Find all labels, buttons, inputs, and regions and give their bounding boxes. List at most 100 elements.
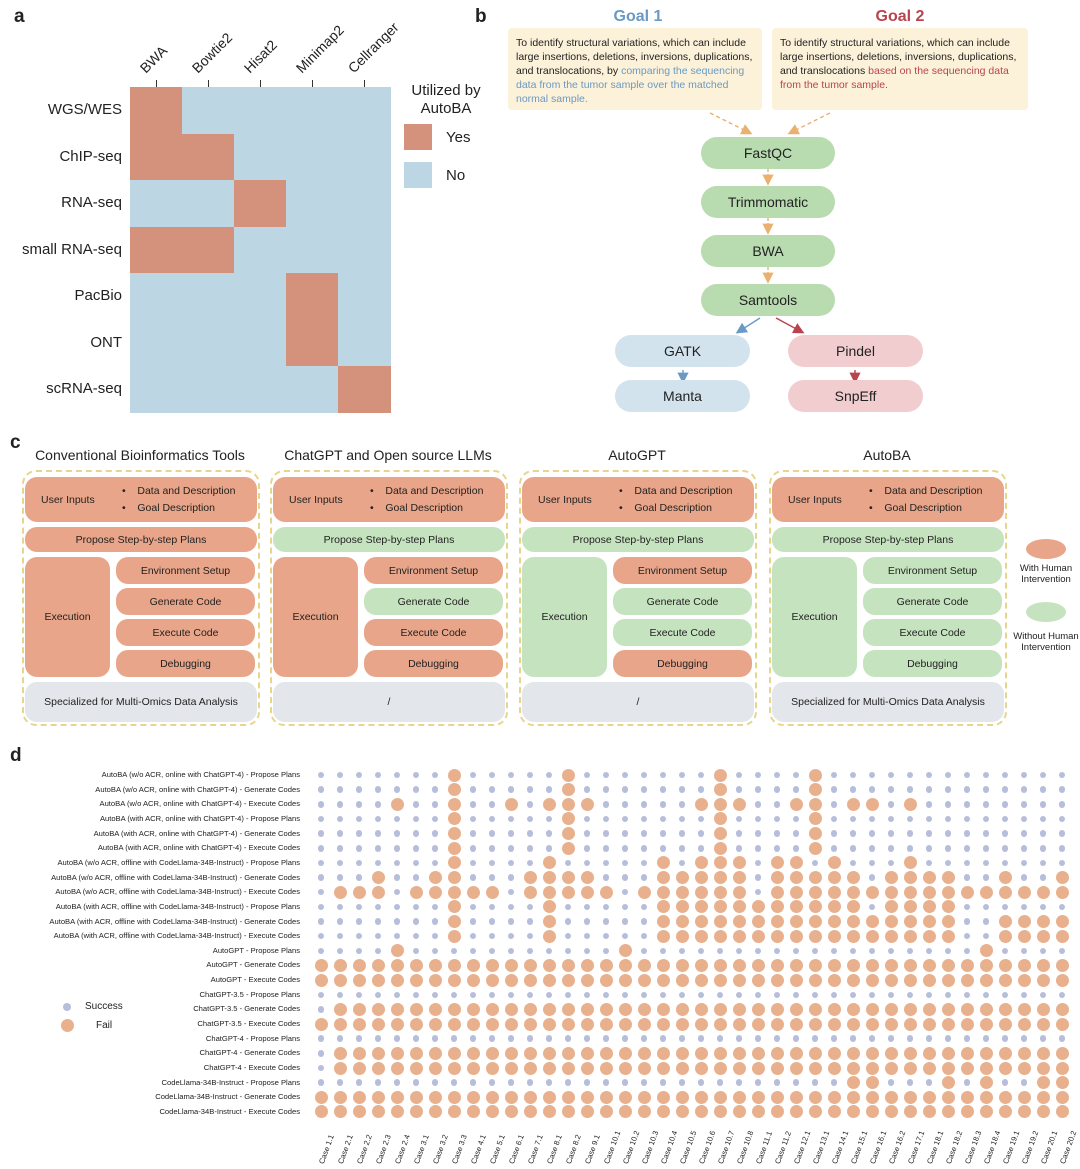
fail-dot bbox=[333, 1002, 347, 1016]
fail-dot bbox=[903, 1046, 917, 1060]
fail-dot bbox=[713, 783, 727, 797]
success-dot bbox=[925, 801, 933, 808]
fail-dot bbox=[485, 1105, 499, 1119]
fail-dot bbox=[998, 929, 1012, 943]
success-dot bbox=[412, 771, 420, 779]
success-dot bbox=[735, 1035, 743, 1042]
fail-dot bbox=[808, 929, 822, 943]
success-dot bbox=[868, 845, 876, 852]
fail-dot bbox=[960, 973, 974, 987]
success-dot bbox=[526, 830, 534, 837]
fail-dot bbox=[903, 929, 917, 943]
success-dot bbox=[393, 859, 401, 867]
success-dot bbox=[507, 830, 515, 837]
success-dot bbox=[336, 874, 344, 881]
success-dot bbox=[1001, 947, 1009, 955]
success-dot bbox=[944, 786, 952, 793]
success-dot bbox=[450, 947, 458, 955]
fail-dot bbox=[846, 797, 860, 811]
success-dot bbox=[602, 815, 610, 823]
success-dot bbox=[431, 1079, 439, 1086]
success-dot bbox=[412, 918, 420, 925]
fail-dot bbox=[732, 871, 746, 885]
success-dot bbox=[526, 918, 534, 925]
success-dot bbox=[526, 786, 534, 793]
execution-step-box: Execute Code bbox=[116, 619, 255, 646]
dotplot-case-label: Case 20.1 bbox=[1039, 1129, 1060, 1166]
dotplot-row-label: CodeLlama-34B-Instruct - Propose Plans bbox=[161, 1077, 300, 1087]
fail-dot bbox=[390, 1046, 404, 1060]
success-dot bbox=[336, 1035, 344, 1042]
fail-dot bbox=[504, 973, 518, 987]
success-dot bbox=[1020, 947, 1028, 955]
success-dot bbox=[545, 1079, 553, 1086]
success-dot bbox=[868, 947, 876, 955]
heatmap-col-tick bbox=[312, 80, 313, 87]
fail-dot bbox=[485, 1002, 499, 1016]
success-dot bbox=[640, 859, 648, 867]
fail-dot bbox=[390, 944, 404, 958]
success-dot bbox=[640, 801, 648, 808]
success-dot bbox=[925, 947, 933, 955]
success-dot bbox=[1001, 1079, 1009, 1086]
success-dot bbox=[697, 786, 705, 793]
success-dot bbox=[982, 786, 990, 793]
specialization-box: / bbox=[273, 682, 505, 722]
success-dot bbox=[792, 830, 800, 837]
fail-dot bbox=[656, 915, 670, 928]
fail-dot bbox=[998, 915, 1012, 928]
fail-dot bbox=[447, 900, 461, 914]
heatmap-cell bbox=[234, 226, 287, 274]
success-dot bbox=[868, 859, 876, 867]
success-dot bbox=[1058, 786, 1066, 793]
fail-dot bbox=[808, 1017, 822, 1031]
fail-dot bbox=[827, 973, 841, 987]
success-dot bbox=[621, 1035, 629, 1042]
fail-dot bbox=[732, 1046, 746, 1060]
user-inputs-box: User Inputs bbox=[522, 477, 754, 522]
fail-dot bbox=[1055, 885, 1069, 899]
fail-dot bbox=[523, 885, 537, 899]
success-dot bbox=[849, 1035, 857, 1042]
heatmap-cell bbox=[286, 87, 339, 134]
success-dot bbox=[412, 874, 420, 881]
fail-dot bbox=[580, 797, 594, 811]
fail-dot bbox=[485, 973, 499, 987]
fail-dot bbox=[447, 1061, 461, 1075]
fail-dot bbox=[789, 797, 803, 811]
dotplot-row-label: AutoBA (with ACR, offline with CodeLlama… bbox=[49, 916, 300, 926]
fail-dot bbox=[428, 958, 442, 972]
success-dot bbox=[773, 991, 781, 998]
fail-dot bbox=[865, 1090, 879, 1104]
fail-dot bbox=[713, 856, 727, 870]
fail-dot bbox=[922, 1061, 936, 1075]
success-dot bbox=[469, 874, 477, 881]
fail-dot bbox=[333, 1017, 347, 1031]
fail-dot bbox=[960, 958, 974, 972]
fail-dot bbox=[447, 973, 461, 987]
fail-dot bbox=[960, 1061, 974, 1075]
success-dot bbox=[868, 771, 876, 779]
comparison-column-title: AutoBA bbox=[863, 447, 911, 463]
success-dot bbox=[963, 991, 971, 998]
goal1-box: To identify structural variations, which… bbox=[508, 28, 762, 110]
fail-dot bbox=[922, 958, 936, 972]
bullet-data-description-text: Data and Description bbox=[137, 485, 236, 497]
success-dot bbox=[488, 801, 496, 808]
fail-dot bbox=[390, 1061, 404, 1075]
success-dot bbox=[545, 1035, 553, 1042]
fail-dot bbox=[808, 871, 822, 885]
success-dot bbox=[1039, 771, 1047, 779]
fail-dot bbox=[694, 856, 708, 870]
dotplot-case-label: Case 18.4 bbox=[982, 1129, 1003, 1166]
panel-c-letter: c bbox=[10, 432, 21, 453]
success-dot bbox=[526, 1035, 534, 1042]
fail-dot bbox=[314, 1017, 328, 1031]
fail-dot bbox=[618, 1105, 632, 1119]
fail-dot bbox=[789, 1061, 803, 1075]
success-dot bbox=[659, 786, 667, 793]
fail-dot bbox=[865, 885, 879, 899]
bullet-data-description: • Data and Description bbox=[370, 485, 484, 497]
fail-dot bbox=[713, 1017, 727, 1031]
success-dot bbox=[431, 830, 439, 837]
